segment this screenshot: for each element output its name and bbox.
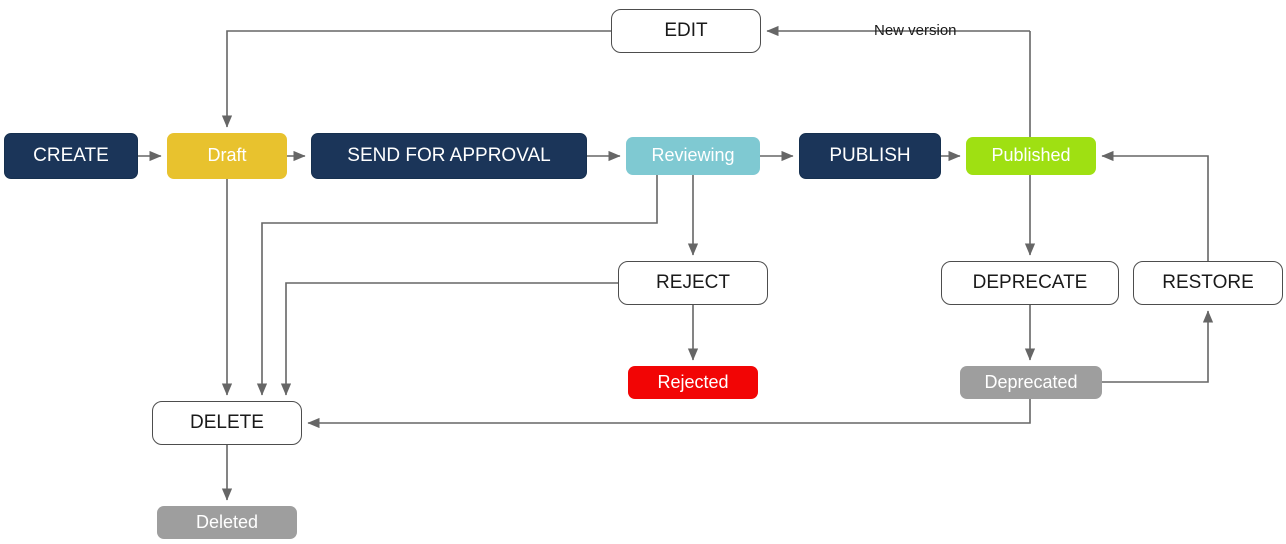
edge-label-new-version: New version (874, 22, 957, 39)
edge-edit-to-draft (221, 30, 611, 128)
node-publish[interactable]: PUBLISH (799, 133, 941, 179)
node-label-reviewing: Reviewing (651, 145, 735, 166)
node-label-deleted: Deleted (195, 511, 259, 532)
node-label-create: CREATE (33, 144, 109, 166)
edge-reviewing-to-delete (256, 175, 658, 396)
node-reviewing[interactable]: Reviewing (626, 137, 760, 175)
node-restore[interactable]: RESTORE (1133, 261, 1283, 305)
node-draft[interactable]: Draft (167, 133, 287, 179)
node-deprecated[interactable]: Deprecated (960, 366, 1102, 399)
node-send[interactable]: SEND FOR APPROVAL (311, 133, 587, 179)
node-label-rejected: Rejected (657, 371, 729, 392)
node-label-restore: RESTORE (1162, 271, 1254, 293)
edge-reject-to-delete (280, 282, 618, 396)
node-reject[interactable]: REJECT (618, 261, 768, 305)
node-deleted[interactable]: Deleted (157, 506, 297, 539)
edge-deprecated-to-delete (307, 399, 1031, 429)
node-label-published: Published (991, 145, 1071, 166)
node-label-deprecated: Deprecated (984, 371, 1078, 392)
node-edit[interactable]: EDIT (611, 9, 761, 53)
node-rejected[interactable]: Rejected (628, 366, 758, 399)
node-label-edit: EDIT (664, 19, 708, 41)
node-label-send: SEND FOR APPROVAL (347, 144, 551, 166)
node-delete[interactable]: DELETE (152, 401, 302, 445)
edge-restore-to-published (1101, 150, 1209, 261)
node-label-draft: Draft (207, 145, 247, 166)
node-label-reject: REJECT (656, 271, 730, 293)
node-published[interactable]: Published (966, 137, 1096, 175)
edge-deprecated-to-restore (1102, 310, 1214, 383)
node-create[interactable]: CREATE (4, 133, 138, 179)
node-label-publish: PUBLISH (829, 144, 911, 166)
node-deprecate[interactable]: DEPRECATE (941, 261, 1119, 305)
node-label-delete: DELETE (190, 411, 264, 433)
node-label-deprecate: DEPRECATE (972, 271, 1088, 293)
